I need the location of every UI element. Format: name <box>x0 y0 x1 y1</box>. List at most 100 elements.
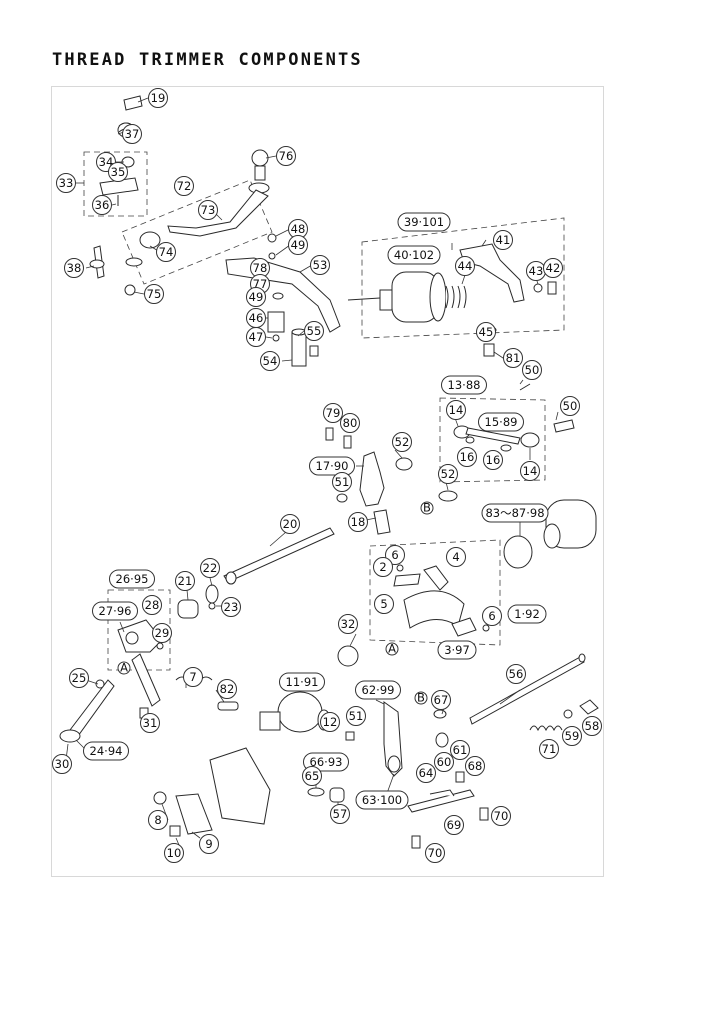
callout-label: 27·96 <box>99 604 132 618</box>
callout-label: A <box>388 642 396 656</box>
part-callout: 78 <box>250 258 270 278</box>
callout-bubble <box>416 763 436 783</box>
callout-label: 68 <box>468 759 483 773</box>
callout-label: 61 <box>453 743 468 757</box>
callout-bubble <box>425 843 445 863</box>
callout-bubble <box>217 679 237 699</box>
part-callout: 37 <box>122 124 142 144</box>
callout-bubble <box>246 287 266 307</box>
callout-bubble <box>434 752 454 772</box>
callout-bubble <box>397 212 451 232</box>
callout-bubble <box>562 726 582 746</box>
callout-label: B <box>417 691 425 705</box>
part-callout: 17·90 <box>309 456 355 476</box>
callout-label: 11·91 <box>286 675 319 689</box>
callout-bubble <box>64 258 84 278</box>
part-callout: 48 <box>288 219 308 239</box>
callout-label: 23 <box>224 600 239 614</box>
part-callout: 52 <box>392 432 412 452</box>
part-callout: 83～87·98 <box>481 503 549 523</box>
part-callout: 80 <box>340 413 360 433</box>
callout-label: 14 <box>449 403 464 417</box>
part-callout: 65 <box>302 766 322 786</box>
callout-label: 28 <box>145 598 160 612</box>
callout-label: 30 <box>55 757 70 771</box>
callout-label: 32 <box>341 617 356 631</box>
callout-bubble <box>200 558 220 578</box>
callout-label: 65 <box>305 769 320 783</box>
callout-label: 35 <box>111 165 126 179</box>
part-callout: 74 <box>156 242 176 262</box>
callout-bubble <box>441 375 487 395</box>
callout-bubble <box>446 547 466 567</box>
callout-label: 72 <box>177 179 192 193</box>
callout-bubble <box>506 664 526 684</box>
part-callout: 57 <box>330 804 350 824</box>
part-callout: 26·95 <box>109 569 155 589</box>
part-callout: 46 <box>246 308 266 328</box>
part-callout: 63·100 <box>355 790 409 810</box>
callout-bubble <box>348 512 368 532</box>
subassembly-outlines <box>83 151 565 671</box>
part-callout: 62·99 <box>355 680 401 700</box>
callout-label: 43 <box>529 264 544 278</box>
part-callout: 24·94 <box>83 741 129 761</box>
callout-label: 79 <box>326 406 341 420</box>
diagram-frame <box>51 86 604 877</box>
callout-bubble <box>387 245 441 265</box>
callout-bubble <box>478 412 524 432</box>
callout-label: 52 <box>441 467 456 481</box>
part-callout: 54 <box>260 351 280 371</box>
part-callout: 43 <box>526 261 546 281</box>
part-callout: 14 <box>520 461 540 481</box>
callout-label: 70 <box>494 809 509 823</box>
page-title: THREAD TRIMMER COMPONENTS <box>52 50 363 70</box>
callout-bubble <box>446 400 466 420</box>
part-callout: 38 <box>64 258 84 278</box>
callout-label: 33 <box>59 176 74 190</box>
callout-label: 69 <box>447 818 462 832</box>
callout-label: 63·100 <box>362 793 402 807</box>
reference-marker-b: B <box>420 501 434 515</box>
part-callout: 30 <box>52 754 72 774</box>
part-callout: 45 <box>476 322 496 342</box>
callout-label: 46 <box>249 311 264 325</box>
part-callout: 69 <box>444 815 464 835</box>
part-callout: 33 <box>56 173 76 193</box>
callout-bubble <box>373 557 393 577</box>
callout-label: 9 <box>205 837 212 851</box>
part-callout: 15·89 <box>478 412 524 432</box>
callout-bubble <box>83 741 129 761</box>
callout-bubble <box>304 321 324 341</box>
callout-bubble <box>465 756 485 776</box>
callout-label: 36 <box>95 198 110 212</box>
part-callout: 6 <box>482 606 502 626</box>
part-callout: 1·92 <box>507 604 547 624</box>
callout-bubble <box>582 716 602 736</box>
part-callout: 36 <box>92 195 112 215</box>
callout-bubble <box>507 604 547 624</box>
part-callout: 50 <box>560 396 580 416</box>
callout-label: 29 <box>155 626 170 640</box>
callout-label: 37 <box>125 127 140 141</box>
part-callout: 55 <box>304 321 324 341</box>
callout-label: 41 <box>496 233 511 247</box>
callout-label: 1·92 <box>514 607 540 621</box>
callout-bubble <box>385 642 399 656</box>
part-callout: 10 <box>164 843 184 863</box>
part-callout: 79 <box>323 403 343 423</box>
callout-bubble <box>522 360 542 380</box>
callout-bubble <box>246 327 266 347</box>
callout-label: 19 <box>151 91 166 105</box>
callout-bubble <box>142 595 162 615</box>
callout-label: 34 <box>99 155 114 169</box>
callout-label: 45 <box>479 325 494 339</box>
callout-label: 20 <box>283 517 298 531</box>
part-callout: 41 <box>493 230 513 250</box>
callout-label: 56 <box>509 667 524 681</box>
callout-label: 10 <box>167 846 182 860</box>
callout-label: 80 <box>343 416 358 430</box>
callout-label: 17·90 <box>316 459 349 473</box>
part-callout: 60 <box>434 752 454 772</box>
part-callout: 51 <box>332 472 352 492</box>
